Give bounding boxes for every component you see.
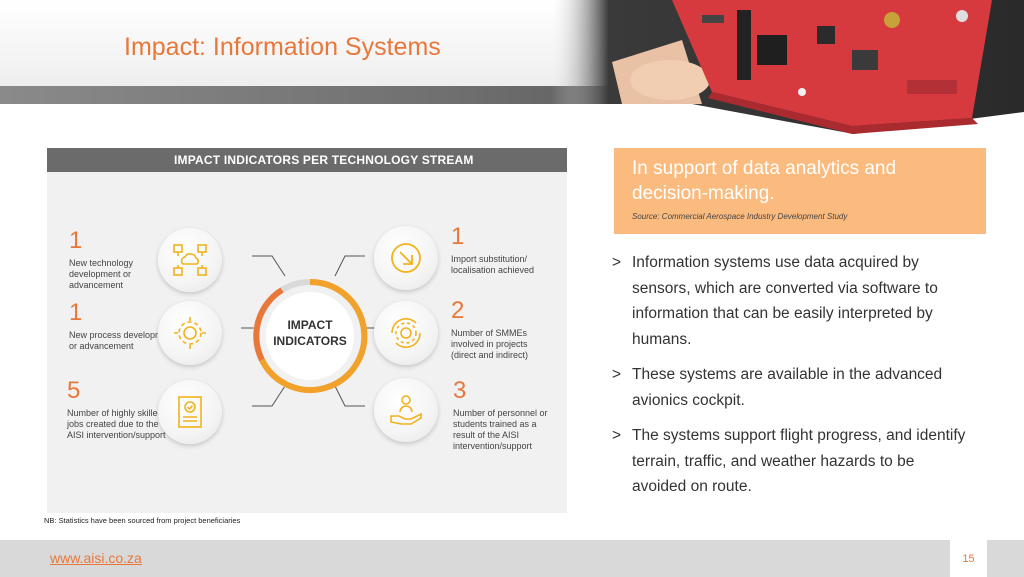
indicator-smmes: 2 Number of SMMEs involved in projects (… [451,298,551,361]
page-title: Impact: Information Systems [124,33,441,61]
page-number-box: 15 [950,540,987,577]
bullet-item: > Information systems use data acquired … [612,250,972,352]
indicator-value: 2 [451,297,465,324]
indicator-process: 1 New process development or advancement [69,300,179,352]
indicator-jobs: 5 Number of highly skilled jobs created … [67,378,177,441]
highlight-source: Source: Commercial Aerospace Industry De… [632,212,848,221]
indicator-value: 1 [69,227,83,254]
certificate-icon [158,380,222,444]
bullet-marker: > [612,254,622,271]
bullet-marker: > [612,366,622,383]
indicator-label: New technology development or advancemen… [69,258,134,290]
indicator-technology: 1 New technology development or advancem… [69,228,179,291]
indicator-value: 5 [67,377,81,404]
bullet-list: > Information systems use data acquired … [612,250,972,510]
indicator-value: 1 [69,299,83,326]
statistics-note: NB: Statistics have been sourced from pr… [44,516,241,525]
indicator-label: Number of personnel or students trained … [453,408,548,451]
indicator-personnel-trained: 3 Number of personnel or students traine… [453,378,553,452]
center-label-line1: IMPACT [287,318,333,332]
indicator-value: 3 [453,377,467,404]
indicator-label: New process development or advancement [69,330,176,351]
arrow-in-icon [374,226,438,290]
gear-process-icon [158,301,222,365]
gear-cycle-icon [374,301,438,365]
website-link[interactable]: www.aisi.co.za [50,550,142,566]
bullet-item: > These systems are available in the adv… [612,362,972,413]
bullet-text: These systems are available in the advan… [632,366,943,409]
indicator-value: 1 [451,223,465,250]
cloud-network-icon [158,228,222,292]
highlight-box: In support of data analytics and decisio… [614,148,986,234]
highlight-title: In support of data analytics and decisio… [632,158,897,204]
bullet-text: The systems support flight progress, and… [632,427,966,495]
ring-icon [253,278,368,393]
bullet-marker: > [612,427,622,444]
indicator-import-substitution: 1 Import substitution/ localisation achi… [451,224,551,276]
circuit-board-photo [552,0,1024,134]
slide-footer: www.aisi.co.za 15 [0,540,1024,577]
indicator-label: Import substitution/ localisation achiev… [451,254,535,275]
impact-infographic: IMPACT INDICATORS PER TECHNOLOGY STREAM … [47,148,567,513]
indicator-label: Number of SMMEs involved in projects (di… [451,328,529,360]
infographic-heading: IMPACT INDICATORS PER TECHNOLOGY STREAM [47,148,567,172]
bullet-item: > The systems support flight progress, a… [612,423,972,500]
center-label-line2: INDICATORS [273,334,347,348]
person-hand-icon [374,378,438,442]
indicator-label: Number of highly skilled jobs created du… [67,408,166,440]
bullet-text: Information systems use data acquired by… [632,254,938,348]
impact-center-ring: IMPACT INDICATORS [252,278,368,394]
page-number: 15 [962,553,975,565]
